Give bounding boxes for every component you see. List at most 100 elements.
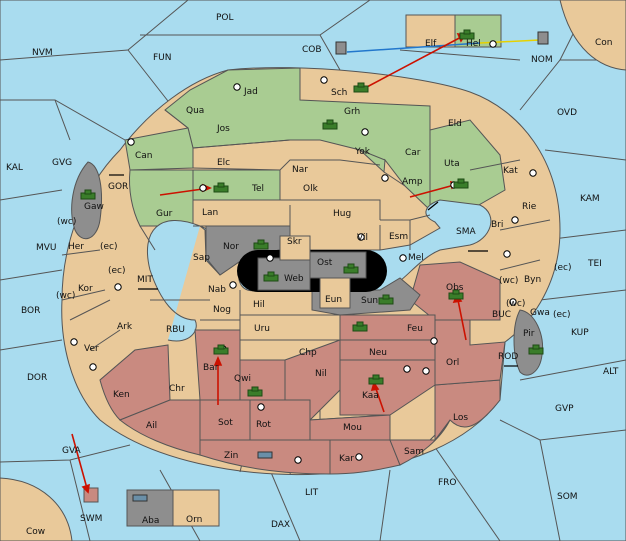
province-neu[interactable]: [339, 339, 436, 361]
army-icon[interactable]: [528, 344, 544, 355]
army-icon[interactable]: [253, 239, 269, 250]
sea-labels: POL FUN NVM COB NOM OVD KAL GVG GOR SMA …: [6, 13, 619, 530]
label-buc: BUC: [492, 310, 511, 320]
army-icon[interactable]: [213, 344, 229, 355]
label-pol: POL: [216, 13, 234, 23]
label-mou: Mou: [343, 423, 362, 433]
army-icon[interactable]: [448, 289, 464, 300]
label-jos: Jos: [216, 124, 230, 134]
province-gaw[interactable]: [71, 161, 102, 240]
label-ec3: (ec): [554, 263, 572, 273]
convoy-line-blue: [346, 42, 481, 53]
label-obs: Obs: [446, 283, 464, 293]
supply-centers: [70, 40, 537, 464]
label-chr: Chr: [169, 384, 185, 394]
label-web: Web: [284, 274, 304, 284]
label-rie: Rie: [522, 202, 537, 212]
region-green-uta: [429, 119, 506, 211]
label-chp: Chp: [299, 348, 317, 358]
fleet-icon[interactable]: [335, 41, 347, 55]
province-orn[interactable]: [172, 489, 220, 527]
label-zin: Zin: [224, 451, 238, 461]
label-pir: Pir: [523, 329, 535, 339]
army-icon[interactable]: [368, 374, 384, 385]
label-gvg: GVG: [52, 158, 72, 168]
label-dor: DOR: [27, 373, 47, 383]
label-wc1: (wc): [57, 217, 76, 227]
label-bri: Bri: [491, 220, 503, 230]
province-skr[interactable]: [279, 235, 311, 261]
army-icon[interactable]: [322, 119, 338, 130]
army-icon[interactable]: [343, 263, 359, 274]
units: [80, 29, 549, 502]
label-bar: Bar: [203, 363, 219, 373]
army-icon[interactable]: [80, 189, 96, 200]
army-icon[interactable]: [453, 178, 469, 189]
label-ver: Ver: [84, 344, 99, 354]
label-car: Car: [405, 148, 421, 158]
label-rbu: RBU: [166, 325, 185, 335]
label-hel: Hel: [466, 39, 481, 49]
label-alt: ALT: [603, 367, 619, 377]
province-ost[interactable]: [309, 251, 367, 279]
label-jad: Jad: [243, 87, 258, 97]
label-sam: Sam: [404, 447, 424, 457]
label-sma: SMA: [456, 227, 476, 237]
label-lan: Lan: [202, 208, 218, 218]
army-icon[interactable]: [263, 271, 279, 282]
label-amp: Amp: [402, 177, 423, 187]
label-fun: FUN: [153, 53, 172, 63]
army-icon[interactable]: [213, 182, 229, 193]
label-mit: MIT: [137, 275, 153, 285]
label-gor: GOR: [108, 182, 128, 192]
label-som: SOM: [557, 492, 578, 502]
label-sap: Sap: [193, 253, 210, 263]
label-hil: Hil: [253, 300, 265, 310]
region-green-tel: [192, 169, 281, 201]
label-ail: Ail: [146, 421, 157, 431]
label-ec2: (ec): [108, 266, 126, 276]
label-kam: KAM: [580, 194, 600, 204]
province-los[interactable]: [434, 379, 501, 442]
label-sch: Sch: [331, 88, 347, 98]
label-gaw: Gaw: [84, 202, 104, 212]
label-bor: BOR: [21, 306, 40, 316]
label-ec1: (ec): [100, 242, 118, 252]
label-uru: Uru: [254, 324, 270, 334]
label-elc: Elc: [217, 158, 230, 168]
label-con: Con: [595, 38, 613, 48]
fleet-icon[interactable]: [537, 31, 549, 45]
label-neu: Neu: [369, 348, 387, 358]
army-icon[interactable]: [353, 82, 369, 93]
label-vil: Vil: [357, 233, 368, 243]
fleet-icon[interactable]: [132, 494, 148, 502]
label-ovd: OVD: [557, 108, 577, 118]
province-ken[interactable]: [99, 344, 171, 421]
army-icon[interactable]: [352, 321, 368, 332]
province-elf[interactable]: [405, 14, 459, 48]
label-mel: Mel: [408, 253, 424, 263]
label-gva: GVA: [62, 446, 82, 456]
fleet-icon[interactable]: [257, 451, 273, 459]
label-esm: Esm: [389, 232, 408, 242]
label-nar: Nar: [292, 165, 308, 175]
label-qwi: Qwi: [234, 374, 251, 384]
label-qua: Qua: [186, 106, 204, 116]
army-icon[interactable]: [378, 294, 394, 305]
army-icon[interactable]: [459, 29, 475, 40]
label-grh: Grh: [344, 107, 360, 117]
label-skr: Skr: [287, 237, 302, 247]
label-orn: Orn: [186, 515, 202, 525]
label-gur: Gur: [156, 209, 173, 219]
region-green-west: [124, 127, 194, 171]
label-nom: NOM: [531, 55, 553, 65]
label-swm: SWM: [80, 514, 102, 524]
label-rot: Rot: [256, 420, 271, 430]
label-sun: Sun: [361, 296, 378, 306]
army-icon[interactable]: [247, 386, 263, 397]
label-kor: Kor: [78, 284, 93, 294]
label-cob: COB: [302, 45, 322, 55]
province-eun[interactable]: [319, 277, 351, 309]
province-pir[interactable]: [513, 309, 544, 376]
